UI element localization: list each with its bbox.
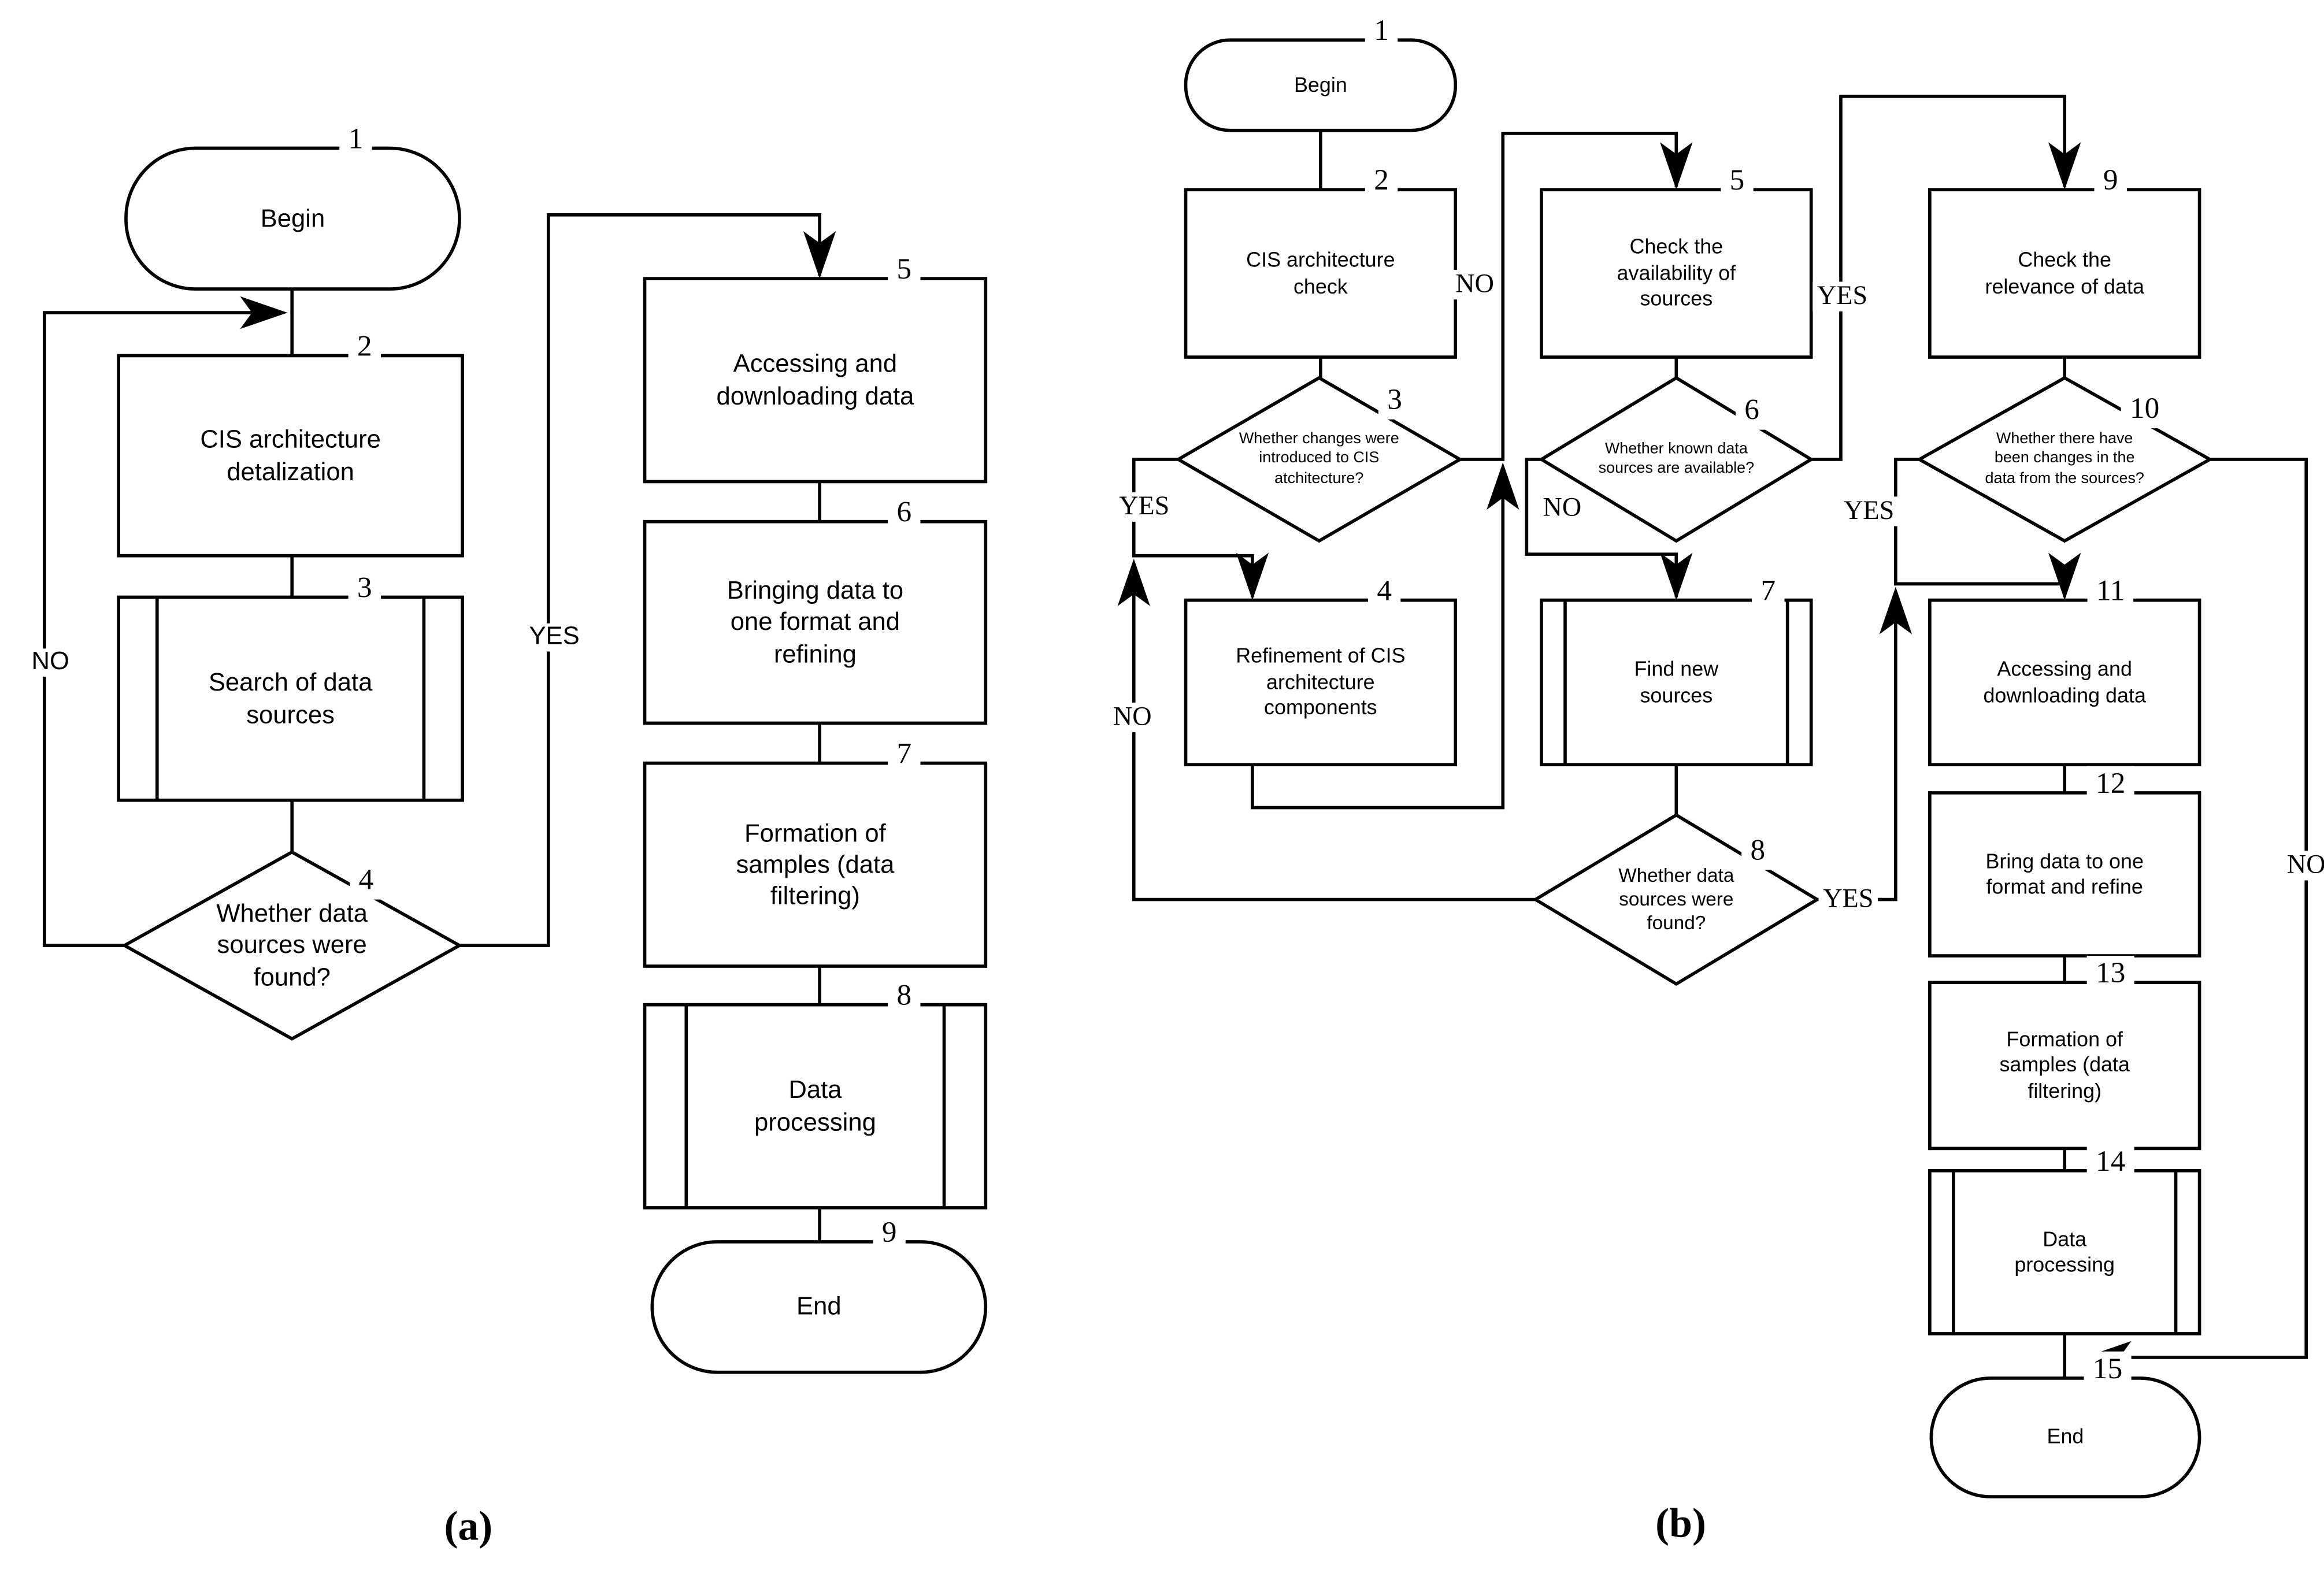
caption-a: (a)	[444, 1504, 493, 1550]
node-b-decision-known-sources-label: Whether known data sources are available…	[1598, 440, 1755, 477]
process-b11-shape	[1928, 598, 2201, 767]
edge-b-box4-exit-loop	[1251, 468, 1505, 810]
node-b12-number: 12	[2086, 766, 2134, 803]
edge-label-b-no8: NO	[1109, 702, 1157, 732]
node-b-bring-format-label: Bring data to one format and refine	[1985, 848, 2144, 899]
node-b6-number: 6	[1735, 392, 1769, 430]
node-a-formation-samples-label: Formation of samples (data filtering)	[736, 819, 895, 910]
node-b8-number: 8	[1741, 833, 1774, 870]
node-b13-number: 13	[2086, 956, 2134, 993]
arrowhead-b-into-box7	[1660, 552, 1693, 600]
node-a5-number: 5	[888, 251, 921, 290]
node-a2-number: 2	[348, 329, 381, 366]
node-b2-number: 2	[1365, 163, 1398, 201]
node-b3-number: 3	[1378, 382, 1411, 420]
node-a-search-sources-label: Search of data sources	[208, 669, 373, 729]
terminator-b-end-shape	[1929, 1376, 2201, 1498]
node-b15-number: 15	[2084, 1351, 2132, 1389]
process-a7-shape	[643, 761, 988, 968]
process-b2-shape	[1184, 188, 1458, 359]
node-a9-number: 9	[873, 1215, 906, 1252]
edge-b-no3-to-box5	[1459, 131, 1678, 461]
node-a-cis-detalization-label: CIS architecture detalization	[200, 426, 381, 485]
node-b-cis-check-label: CIS architecture check	[1246, 247, 1395, 298]
edge-b-yes6-to-box9	[1811, 94, 2067, 461]
node-a-begin-number: 1	[339, 121, 372, 159]
edge-a-no-loop	[43, 311, 276, 947]
arrowhead-b-into-box9	[2048, 142, 2081, 190]
node-b-decision-changes-label: Whether changes were introduced to CIS a…	[1239, 430, 1399, 487]
edge-b-no8-return	[1132, 565, 1541, 901]
node-b-check-relevance-label: Check the relevance of data	[1985, 247, 2144, 298]
node-a-bringing-format-label: Bringing data to one format and refining	[727, 577, 904, 668]
arrowhead-a-entry-right	[240, 296, 288, 329]
node-b-begin-label: Begin	[1293, 72, 1347, 97]
predefined-b7-shape	[1540, 598, 1813, 767]
caption-b: (b)	[1655, 1501, 1706, 1548]
process-a5-shape	[643, 277, 988, 484]
node-a-data-processing-label: Data processing	[754, 1076, 876, 1136]
node-a3-number: 3	[348, 570, 381, 608]
process-b9-shape	[1928, 188, 2201, 359]
node-b-decision-data-changes-label: Whether there have been changes in the d…	[1985, 430, 2144, 487]
node-b4-number: 4	[1367, 573, 1401, 611]
process-b5-shape	[1540, 188, 1813, 359]
edge-label-b-yes10: YES	[1839, 495, 1899, 526]
node-b9-number: 9	[2094, 163, 2127, 201]
arrowhead-b-into-box5	[1660, 142, 1693, 190]
process-a6-shape	[643, 520, 988, 725]
edge-label-b-yes8: YES	[1818, 884, 1878, 914]
terminator-a-end-shape	[650, 1240, 988, 1374]
terminator-a-begin-shape	[124, 146, 461, 291]
process-b12-shape	[1928, 791, 2201, 958]
node-b-decision-found-label: Whether data sources were found?	[1618, 863, 1734, 934]
node-b5-number: 5	[1721, 163, 1754, 201]
node-a8-number: 8	[888, 978, 921, 1015]
edge-label-b-no6: NO	[1543, 492, 1582, 522]
node-a-end-label: End	[796, 1293, 842, 1322]
process-b4-shape	[1184, 598, 1458, 767]
node-a4-number: 4	[350, 862, 383, 900]
edge-label-b-no10: NO	[2282, 849, 2324, 880]
edge-label-a-no: NO	[27, 648, 74, 677]
node-b-formation-samples-label: Formation of samples (data filtering)	[1999, 1027, 2130, 1103]
arrowhead-a-into-box5	[803, 231, 836, 279]
node-a-begin-label: Begin	[260, 204, 325, 233]
node-b-end-label: End	[2047, 1424, 2084, 1449]
node-b-check-availability-label: Check the availability of sources	[1617, 235, 1736, 310]
arrowhead-b-yes8-up	[1879, 587, 1912, 634]
node-a-decision-found-label: Whether data sources were found?	[216, 900, 368, 991]
predefined-a8-shape	[643, 1003, 988, 1209]
terminator-b-begin-shape	[1184, 38, 1458, 132]
edge-label-b-yes6: YES	[1813, 280, 1872, 311]
node-a-accessing-label: Accessing and downloading data	[716, 350, 914, 410]
node-b1-number: 1	[1365, 13, 1398, 51]
node-b11-number: 11	[2087, 573, 2134, 611]
node-b-refinement-label: Refinement of CIS architecture component…	[1236, 644, 1406, 719]
node-a6-number: 6	[888, 495, 921, 532]
process-a2-shape	[117, 354, 464, 558]
predefined-a3-shape	[117, 595, 464, 802]
arrowhead-b-into-box4	[1236, 552, 1269, 600]
arrowhead-b-into-box11	[2048, 552, 2081, 600]
arrowhead-b-no8-up	[1117, 558, 1150, 606]
node-b7-number: 7	[1752, 573, 1785, 611]
predefined-b14-shape	[1928, 1169, 2201, 1335]
node-a7-number: 7	[888, 736, 921, 774]
edge-label-b-yes3: YES	[1114, 491, 1174, 522]
node-b-accessing-label: Accessing and downloading data	[1983, 656, 2146, 706]
node-b14-number: 14	[2086, 1144, 2134, 1181]
process-b13-shape	[1928, 981, 2201, 1151]
edge-label-b-no3: NO	[1451, 269, 1499, 299]
arrowhead-b-box4exit-up	[1487, 462, 1519, 510]
edge-a-yes-to-box5	[459, 213, 821, 947]
edge-label-a-yes: YES	[524, 622, 584, 651]
node-b-find-new-sources-label: Find new sources	[1634, 656, 1719, 706]
node-b10-number: 10	[2121, 391, 2169, 429]
edge-b-no10-to-end	[2089, 458, 2308, 1359]
node-b-data-processing-label: Data processing	[2014, 1226, 2115, 1276]
